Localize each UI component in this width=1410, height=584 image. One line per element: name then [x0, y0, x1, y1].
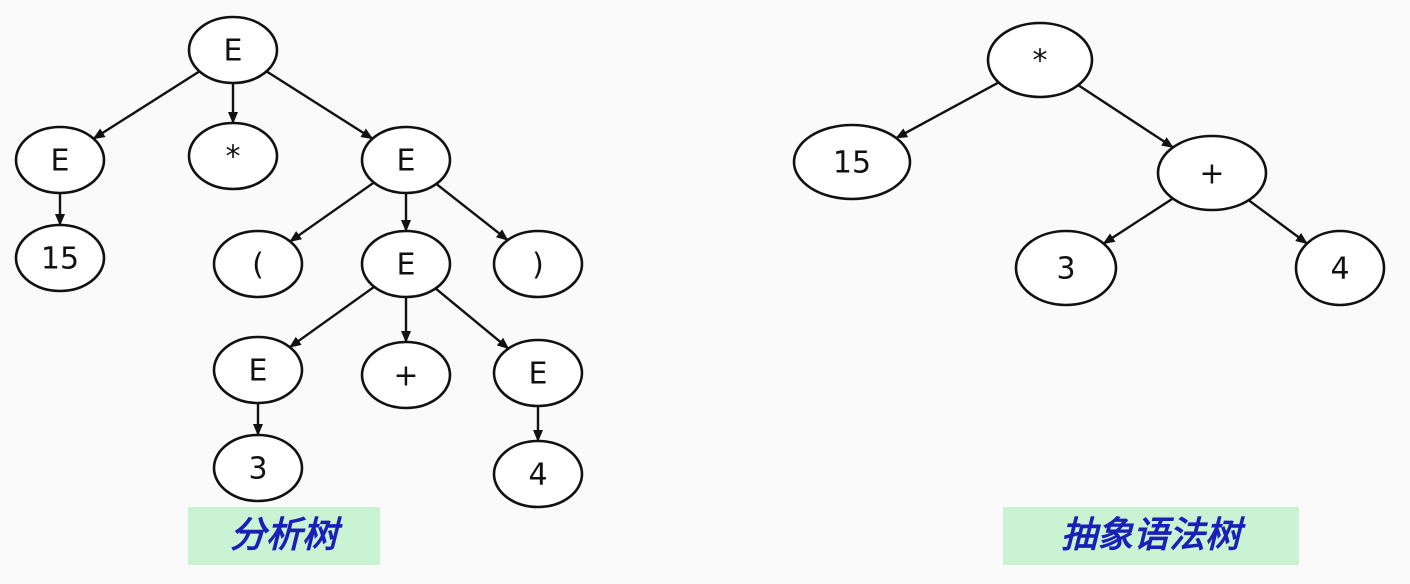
- ast-node-label: +: [1199, 157, 1224, 192]
- parse-tree-node: ): [492, 229, 584, 299]
- parse-tree-node: E: [14, 125, 106, 195]
- ast-node-ellipse: [1294, 229, 1386, 307]
- parse-tree-node: E: [492, 338, 584, 408]
- ast-edge: [1102, 197, 1174, 245]
- parse-tree-node-label: 3: [248, 452, 267, 487]
- ast-edge: [895, 81, 1000, 140]
- parse-tree-node: E: [212, 335, 304, 405]
- parse-tree-node-ellipse: [14, 223, 106, 293]
- parse-tree-node-ellipse: [212, 335, 304, 405]
- parse-tree-node-ellipse: [187, 15, 279, 85]
- parse-tree-node: E: [360, 125, 452, 195]
- parse-tree-node: 4: [492, 439, 584, 509]
- ast-node-label: *: [1033, 44, 1048, 79]
- parse-tree-node-label: +: [393, 359, 418, 394]
- ast-node: 15: [792, 123, 912, 201]
- parse-tree-node: E: [360, 229, 452, 299]
- edges-layer: [55, 70, 1308, 442]
- nodes-layer: E E * E 15 ( E) E + E 3 4 * 15 +3 4: [14, 15, 1386, 509]
- ast-node-label: 4: [1330, 252, 1349, 287]
- ast-node: 3: [1014, 229, 1118, 307]
- parse-tree-node-ellipse: [360, 229, 452, 299]
- ast-edge: [1247, 199, 1308, 245]
- ast-node-ellipse: [986, 21, 1094, 99]
- parse-tree-edge: [289, 181, 375, 243]
- ast-node: +: [1156, 134, 1268, 212]
- parse-tree-node: +: [360, 340, 452, 410]
- parse-tree-node: 15: [14, 223, 106, 293]
- parse-tree-node-ellipse: [360, 340, 452, 410]
- parse-tree-node-label: *: [226, 140, 241, 175]
- parse-tree-node: 3: [212, 433, 304, 503]
- parse-tree-edge: [435, 182, 509, 242]
- parse-tree-node-ellipse: [492, 229, 584, 299]
- parse-tree-node-label: ): [532, 248, 544, 283]
- parse-tree-node-ellipse: [360, 125, 452, 195]
- parse-tree-node-label: E: [224, 34, 243, 69]
- parse-tree-node-ellipse: [492, 338, 584, 408]
- parse-tree-node-label: E: [529, 357, 548, 392]
- parse-tree-node: (: [212, 229, 304, 299]
- parse-tree-node-label: E: [397, 144, 416, 179]
- ast-node-ellipse: [1014, 229, 1118, 307]
- parse-tree-node-label: (: [252, 248, 264, 283]
- parse-tree-node-ellipse: [187, 121, 279, 191]
- parse-tree-node-label: 4: [528, 458, 547, 493]
- parse-tree-edge: [92, 70, 201, 140]
- ast-edge: [1077, 84, 1174, 149]
- ast-node-ellipse: [1156, 134, 1268, 212]
- parse-tree-node-ellipse: [14, 125, 106, 195]
- parse-tree-edge: [289, 285, 375, 349]
- parse-tree-node-ellipse: [212, 433, 304, 503]
- parse-tree-edge: [434, 287, 510, 350]
- ast-node-label: 3: [1056, 252, 1075, 287]
- parse-tree-node: *: [187, 121, 279, 191]
- ast-node: 4: [1294, 229, 1386, 307]
- ast-node-label: 15: [833, 146, 871, 181]
- parse-tree-node-label: E: [51, 144, 70, 179]
- parse-tree-node: E: [187, 15, 279, 85]
- ast-node: *: [986, 21, 1094, 99]
- parse-tree-edge: [265, 70, 374, 140]
- parse-tree-node-ellipse: [212, 229, 304, 299]
- parse-tree-node-ellipse: [492, 439, 584, 509]
- ast-caption: 抽象语法树: [1003, 507, 1299, 565]
- parse-tree-node-label: 15: [41, 242, 79, 277]
- parse-tree-node-label: E: [249, 354, 268, 389]
- parse-tree-node-label: E: [397, 248, 416, 283]
- ast-node-ellipse: [792, 123, 912, 201]
- parse-tree-caption: 分析树: [188, 507, 380, 565]
